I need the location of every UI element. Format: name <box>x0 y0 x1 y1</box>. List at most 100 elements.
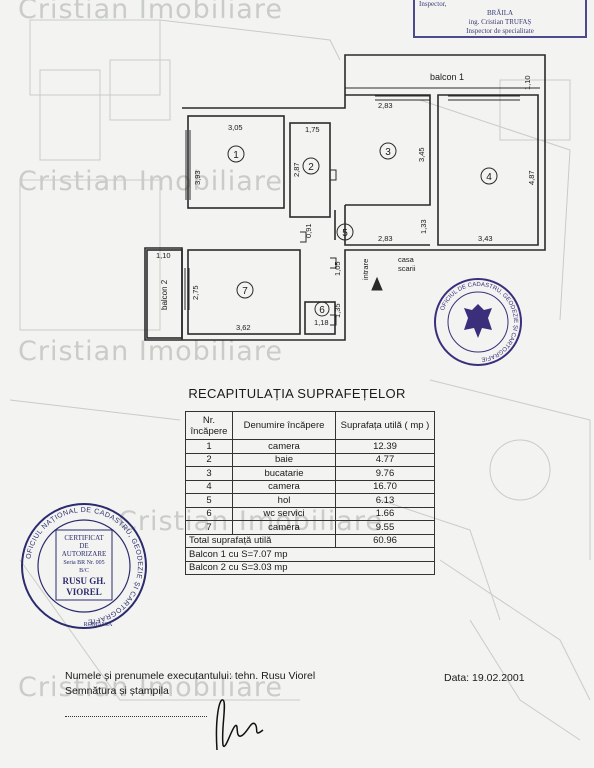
executant-name: Numele și prenumele executantului: tehn.… <box>65 670 316 682</box>
col-name: Denumire încăpere <box>232 411 336 440</box>
balcony-2-area: Balcon 2 cu S=3.03 mp <box>185 560 435 575</box>
dim-hall-h2: 0,91 <box>304 223 313 238</box>
inspector-stamp-line3: ing. Cristian TRUFAȘ <box>468 18 532 26</box>
room-5-number: 5 <box>342 228 348 239</box>
watermark-bottom: Cristian Imobiliare <box>18 672 283 703</box>
total-value: 60.96 <box>335 533 435 548</box>
seal-left-bottom: ROMÂNIA <box>84 620 113 628</box>
seal-left-l3: AUTORIZARE <box>62 550 107 558</box>
cell-nr: 7 <box>185 520 233 535</box>
room-4-number: 4 <box>486 172 492 183</box>
inspector-stamp: Inspector, BRĂILA ing. Cristian TRUFAȘ I… <box>413 0 587 38</box>
coat-of-arms-icon <box>464 304 492 338</box>
inspector-stamp-line1: Inspector, <box>419 0 447 8</box>
dim-r3-h: 3,45 <box>417 147 426 162</box>
room-1-walls <box>187 115 285 209</box>
watermark-upper: Cristian Imobiliare <box>18 166 283 197</box>
room-7-walls <box>187 249 301 335</box>
balcony-2-walls <box>146 249 183 339</box>
room-3-walls <box>345 94 431 206</box>
dim-hall-h1: 1,33 <box>419 219 428 234</box>
inspector-stamp-line4: Inspector de specialitate <box>466 27 534 35</box>
entrance-label: intrare <box>361 259 370 280</box>
dim-r6-h: 1,35 <box>333 303 342 318</box>
cell-area: 4.77 <box>335 452 435 467</box>
signature-label: Semnătura și ștampila <box>65 685 169 697</box>
room-6-number: 6 <box>319 305 325 316</box>
dim-b2-h: 2,75 <box>191 285 200 300</box>
inspector-stamp-line2: BRĂILA <box>486 9 514 17</box>
col-nr: Nr. încăpere <box>185 411 233 440</box>
cell-nr: 1 <box>185 439 233 454</box>
stair-label-1: casa <box>398 255 415 264</box>
cell-name: camera <box>232 439 336 454</box>
seal-left-l5: B/C <box>79 568 89 574</box>
cell-name: bucatarie <box>232 466 336 481</box>
outer-wall <box>144 54 546 341</box>
room-3-number: 3 <box>385 147 391 158</box>
hall-walls <box>334 205 430 246</box>
seal-left-l1: CERTIFICAT <box>64 534 104 542</box>
cell-name: camera <box>232 479 336 494</box>
room-2-number: 2 <box>308 162 314 173</box>
balcony-1-area: Balcon 1 cu S=7.07 mp <box>185 547 435 562</box>
dim-r2-h: 2,87 <box>292 162 301 177</box>
room-7-number: 7 <box>242 286 248 297</box>
dim-hall-w: 2,83 <box>378 234 393 243</box>
seal-left-l7: VIOREL <box>66 587 102 597</box>
cell-area: 6.13 <box>335 493 435 508</box>
dim-r7-w: 3,62 <box>236 323 251 332</box>
cell-area: 9.55 <box>335 520 435 535</box>
cell-nr: 6 <box>185 506 233 521</box>
cadastre-seal: OFICIUL DE CADASTRU, GEODEZIE ȘI CARTOGR… <box>434 278 522 366</box>
cell-nr: 2 <box>185 452 233 467</box>
summary-table: Nr. încăpere Denumire încăpere Suprafața… <box>185 411 435 575</box>
cell-name: camera <box>232 520 336 535</box>
balcony-1-label: balcon 1 <box>430 72 464 82</box>
cell-name: baie <box>232 452 336 467</box>
cell-nr: 5 <box>185 493 233 508</box>
col-area: Suprafața utilă ( mp ) <box>335 411 435 440</box>
cell-name: hol <box>232 493 336 508</box>
dim-b1-d: 1,10 <box>523 75 532 90</box>
dim-r1-w: 3,05 <box>228 123 243 132</box>
room-4-walls <box>437 94 539 246</box>
dim-b2-w: 1,10 <box>156 251 171 260</box>
cell-area: 9.76 <box>335 466 435 481</box>
dim-r4-h: 4,87 <box>527 170 536 185</box>
cell-area: 16.70 <box>335 479 435 494</box>
signature-line <box>65 716 207 717</box>
stair-label-2: scarii <box>398 264 416 273</box>
document-date: Data: 19.02.2001 <box>444 672 525 684</box>
watermark-top: Cristian Imobiliare <box>18 0 283 25</box>
dim-r1-h: 3,93 <box>193 170 202 185</box>
summary-title: RECAPITULAȚIA SUPRAFEȚELOR <box>188 386 406 401</box>
cell-nr: 3 <box>185 466 233 481</box>
dim-r3-w: 2,83 <box>378 101 393 110</box>
dim-r6-w: 1,18 <box>314 318 329 327</box>
balcony-2-row: Balcon 2 cu S=3.03 mp <box>185 560 435 575</box>
balcony-1-row: Balcon 1 cu S=7.07 mp <box>185 547 435 562</box>
signature-mark <box>215 699 264 751</box>
dim-r2-w: 1,75 <box>305 125 320 134</box>
cell-name: wc servici <box>232 506 336 521</box>
total-label: Total suprafață utilă <box>185 533 336 548</box>
dim-hall-h3: 1,05 <box>333 261 342 276</box>
cell-area: 1.66 <box>335 506 435 521</box>
room-1-number: 1 <box>233 150 239 161</box>
watermark-middle: Cristian Imobiliare <box>18 336 283 367</box>
dim-r4-w: 3,43 <box>478 234 493 243</box>
authorization-seal: OFICIUL NAȚIONAL DE CADASTRU, GEODEZIE Ș… <box>21 503 147 629</box>
cell-area: 12.39 <box>335 439 435 454</box>
seal-left-l4: Seria BR Nr. 005 <box>63 560 104 566</box>
cell-nr: 4 <box>185 479 233 494</box>
